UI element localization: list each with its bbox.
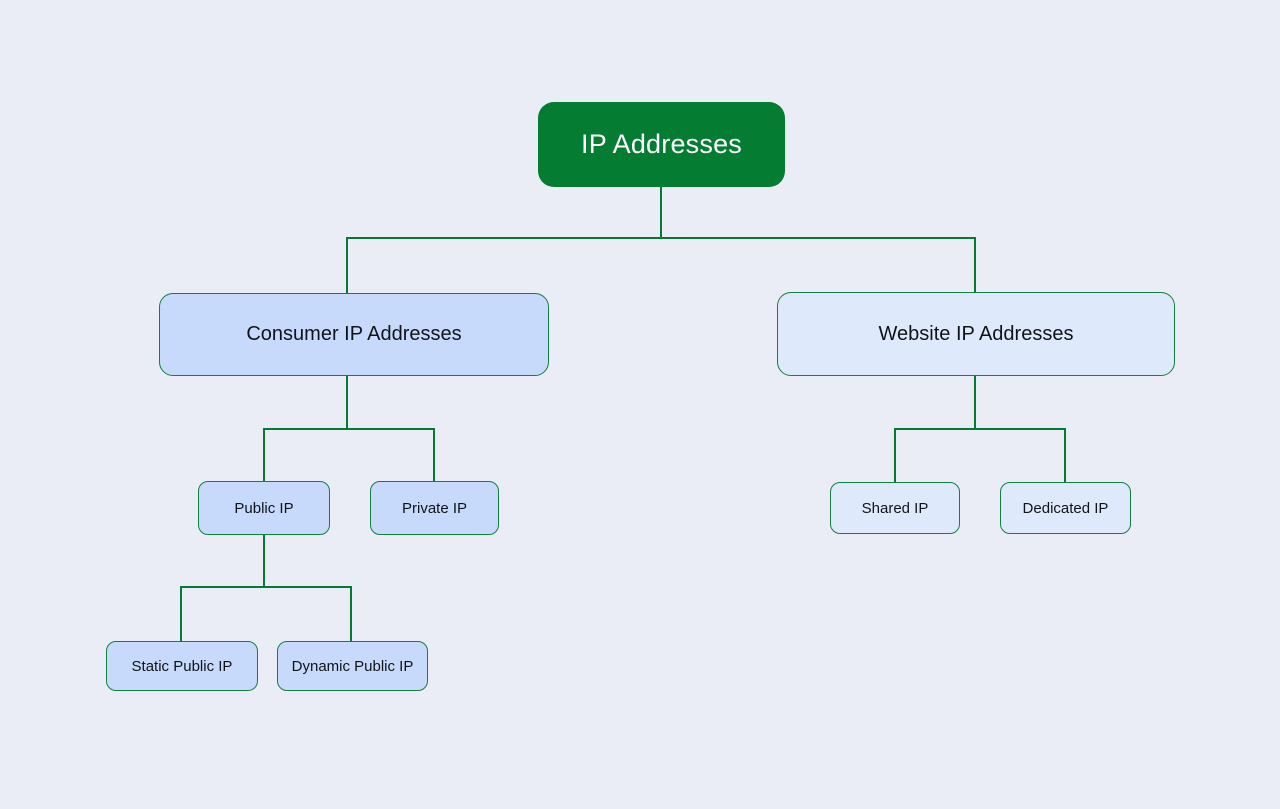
node-public-ip[interactable]: Public IP xyxy=(198,481,330,535)
node-website-ip-addresses-label: Website IP Addresses xyxy=(878,322,1074,345)
node-static-public-ip-label: Static Public IP xyxy=(131,657,233,675)
node-dynamic-public-ip-label: Dynamic Public IP xyxy=(291,657,414,675)
node-static-public-ip[interactable]: Static Public IP xyxy=(106,641,258,691)
node-private-ip-label: Private IP xyxy=(401,499,468,517)
connector-private-drop xyxy=(433,428,435,481)
node-website-ip-addresses[interactable]: Website IP Addresses xyxy=(777,292,1175,376)
connector-public-drop xyxy=(263,428,265,481)
node-dedicated-ip[interactable]: Dedicated IP xyxy=(1000,482,1131,534)
node-shared-ip-label: Shared IP xyxy=(861,499,929,517)
connector-dynamic-drop xyxy=(350,586,352,641)
node-ip-addresses[interactable]: IP Addresses xyxy=(538,102,785,187)
node-ip-addresses-label: IP Addresses xyxy=(581,129,742,159)
connector-root-trunk xyxy=(660,187,662,238)
node-private-ip[interactable]: Private IP xyxy=(370,481,499,535)
connector-level2-left-bar xyxy=(263,428,435,430)
connector-consumer-trunk xyxy=(346,376,348,429)
connector-shared-drop xyxy=(894,428,896,482)
connector-website-drop xyxy=(974,237,976,292)
node-dedicated-ip-label: Dedicated IP xyxy=(1022,499,1109,517)
node-dynamic-public-ip[interactable]: Dynamic Public IP xyxy=(277,641,428,691)
connector-level3-bar xyxy=(180,586,352,588)
node-public-ip-label: Public IP xyxy=(234,499,294,517)
connector-level2-right-bar xyxy=(894,428,1066,430)
connector-consumer-drop xyxy=(346,237,348,293)
connector-website-trunk xyxy=(974,376,976,429)
connector-static-drop xyxy=(180,586,182,641)
connector-dedicated-drop xyxy=(1064,428,1066,482)
node-consumer-ip-addresses[interactable]: Consumer IP Addresses xyxy=(159,293,549,376)
node-consumer-ip-addresses-label: Consumer IP Addresses xyxy=(246,323,462,345)
node-shared-ip[interactable]: Shared IP xyxy=(830,482,960,534)
connector-level1-bar xyxy=(346,237,976,239)
connector-public-trunk xyxy=(263,535,265,587)
